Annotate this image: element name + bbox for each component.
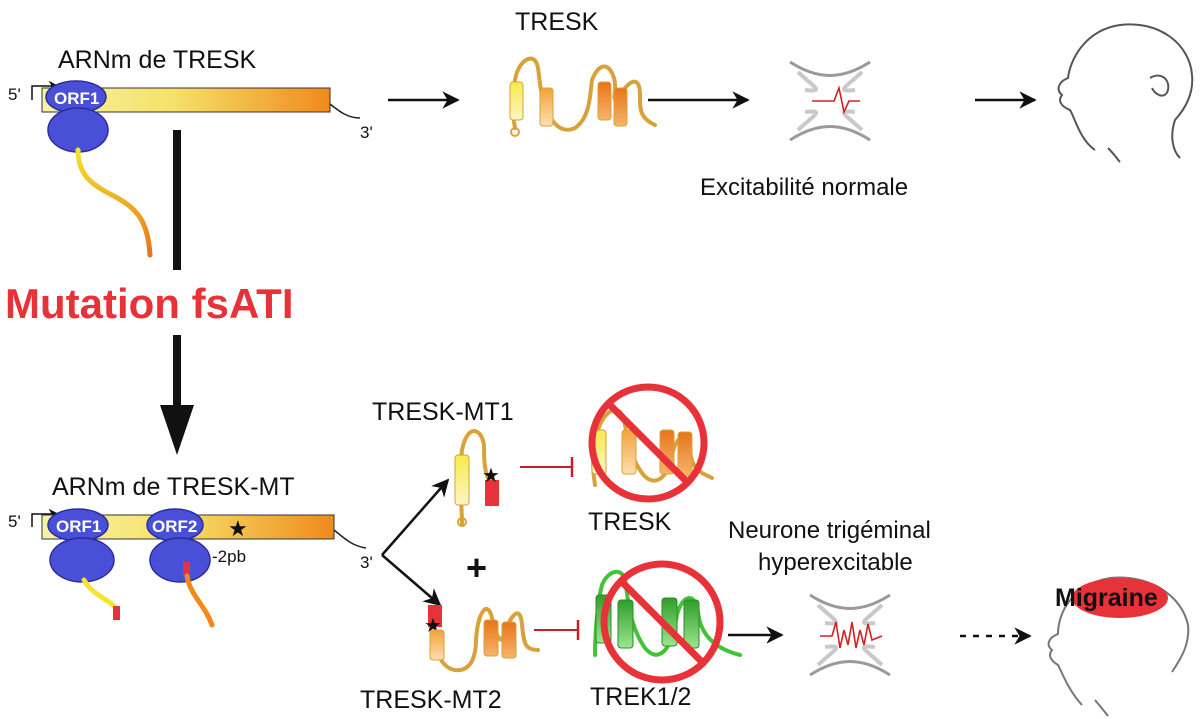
bottom-poly-tail: [333, 529, 367, 549]
blocked-tresk: [588, 383, 714, 503]
bottom-ribosome2-large: [149, 537, 211, 583]
migraine-highlight: [1072, 578, 1168, 618]
top-head-outline: [1057, 23, 1194, 163]
bottom-mrna-title: ARNm de TRESK-MT: [52, 473, 295, 501]
bottom-star: ★: [228, 516, 248, 541]
top-start-codon-arrow: [31, 80, 60, 100]
bottom-five-prime-label: 5': [8, 512, 21, 531]
top-ribosome-large: [47, 107, 109, 153]
trek-prohibit-circle: [600, 560, 724, 684]
inhibition-mt2: [534, 620, 580, 640]
tresk-prohibit-slash: [605, 400, 691, 486]
blocked-trek: [593, 560, 742, 684]
top-neuron-synapse: [789, 60, 871, 142]
bottom-orf1-label: ORF1: [56, 517, 101, 536]
frameshift-label: -2pb: [212, 547, 246, 566]
tresk-mt2-protein: ★: [424, 605, 540, 673]
top-neuron-caption: Excitabilité normale: [700, 174, 908, 201]
mt2-red-head: [183, 562, 190, 576]
top-poly-tail: [329, 103, 361, 119]
bottom-start-codon-arrow: [31, 508, 60, 527]
bottom-mrna-group: ARNm de TRESK-MT 5' 3' ★ ORF1 ORF2 -2pb: [8, 473, 373, 628]
top-three-prime-label: 3': [360, 123, 373, 142]
bottom-neuron-synapse: [809, 593, 891, 677]
hyper-neuron-caption-line2: hyperexcitable: [758, 549, 913, 576]
top-tresk-label: TRESK: [515, 8, 599, 36]
migraine-label: Migraine: [1055, 584, 1158, 612]
top-mrna-group: ARNm de TRESK 5' 3' ORF1: [8, 46, 373, 258]
top-nascent-peptide: [75, 147, 153, 258]
mt2-label: TRESK-MT2: [360, 686, 502, 714]
hyper-neuron-caption-line1: Neurone trigéminal: [728, 517, 931, 544]
mutation-vertical-arrow: [160, 130, 194, 455]
mt2-nascent-peptide: [184, 573, 215, 628]
branch-arrows: [381, 478, 450, 607]
top-five-prime-label: 5': [8, 85, 21, 104]
tresk-mt1-protein: ★: [454, 429, 500, 527]
top-orf1-label: ORF1: [54, 89, 99, 108]
blocked-trek-label: TREK1/2: [590, 683, 691, 711]
bottom-orf2-label: ORF2: [152, 517, 197, 536]
bottom-head-outline: [1047, 576, 1190, 717]
plus-sign: +: [466, 547, 487, 588]
inhibition-mt1: [520, 457, 574, 477]
mt1-star: ★: [482, 465, 500, 487]
top-tresk-protein: TRESK: [509, 8, 657, 137]
blocked-tresk-label: TRESK: [588, 508, 672, 536]
tresk-prohibit-circle: [588, 383, 708, 503]
trek-prohibit-slash: [617, 577, 707, 667]
bottom-ribosome1-large: [49, 537, 115, 583]
bottom-three-prime-label: 3': [360, 553, 373, 572]
top-mrna-title: ARNm de TRESK: [58, 46, 257, 74]
mt1-red-tail: [113, 606, 120, 620]
mt1-nascent-peptide: [81, 577, 119, 621]
normal-spike-trace: [812, 85, 860, 115]
mutation-label: Mutation fsATI: [5, 280, 294, 327]
mt1-label: TRESK-MT1: [372, 398, 514, 426]
hyper-spike-trace: [820, 621, 883, 649]
